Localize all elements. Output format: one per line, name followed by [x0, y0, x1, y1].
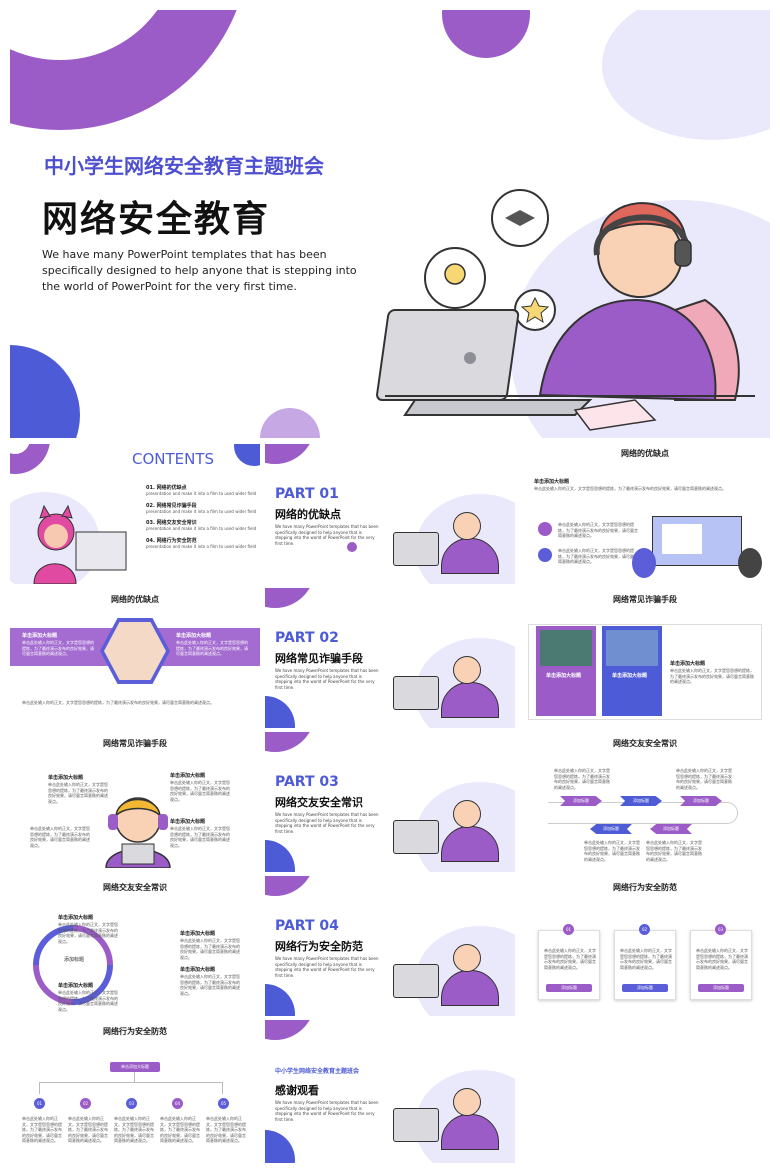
slide-title: 网络行为安全防范	[103, 1027, 167, 1036]
slide-pros-cons-1: 网络的优缺点 单击添加大标题 单击此处输入你的正文，文字是您思想的提炼，为了最终…	[520, 444, 770, 584]
step-number: 03	[126, 1098, 137, 1109]
hero-right-bg-circle	[602, 10, 770, 140]
contents-heading: CONTENTS	[132, 450, 215, 468]
hero-description: We have many PowerPoint templates that h…	[42, 248, 357, 293]
card-number: 03	[715, 924, 726, 935]
slide-behavior-2: 网络行为安全防范 单击添加大标题 01 02 03 04 05 单击此处输入你的…	[10, 1020, 260, 1163]
slide-title: 网络交友安全常识	[103, 883, 167, 892]
boy-laptop-mini	[393, 780, 503, 868]
slide-title: 网络常见诈骗手段	[613, 595, 677, 604]
slide-title: 网络行为安全防范	[613, 883, 677, 892]
card-button[interactable]: 添加标题	[546, 984, 592, 992]
angry-gamer-illustration	[105, 797, 171, 868]
part-title: 网络常见诈骗手段	[275, 652, 363, 665]
step-number: 05	[218, 1098, 229, 1109]
hero-slide: 中小学生网络安全教育主题班会 网络安全教育 We have many Power…	[10, 10, 770, 438]
hero-blue-half-circle	[10, 345, 80, 438]
slide-fraud-1: 网络常见诈骗手段 单击添加大标题 单击添加大标题 单击添加大标题 单击此处输入你…	[520, 588, 770, 728]
part-description: We have many PowerPoint templates that h…	[275, 668, 379, 690]
top-title-pill[interactable]: 单击添加大标题	[110, 1062, 160, 1072]
part-description: We have many PowerPoint templates that h…	[275, 956, 379, 978]
slide-pros-cons-2: 网络的优缺点 单击添加大标题 单击此处输入你的正文，文字是您思想的提炼，为了最终…	[10, 588, 260, 728]
boy-laptop-mini	[393, 1068, 503, 1156]
user-icon	[538, 548, 552, 562]
slide-friend-2: 网络交友安全常识 添加标题 单击添加大标题 单击此处输入你的正文，文字是您思想的…	[10, 876, 260, 1016]
part-slide-04: PART 04 网络行为安全防范 We have many PowerPoint…	[265, 876, 515, 1016]
part-slide-03: PART 03 网络交友安全常识 We have many PowerPoint…	[265, 732, 515, 872]
cycle-arrows	[33, 925, 113, 1005]
step-number: 04	[172, 1098, 183, 1109]
card-button[interactable]: 添加标题	[622, 984, 668, 992]
slide-fraud-2: 网络常见诈骗手段 单击添加大标题 单击此处输入你的正文，文字是您思想的提炼，为了…	[10, 732, 260, 872]
slide-title: 网络的优缺点	[111, 595, 159, 604]
part-slide-02: PART 02 网络常见诈骗手段 We have many PowerPoint…	[265, 588, 515, 728]
part-label: PART 03	[275, 774, 339, 790]
card-number: 01	[563, 924, 574, 935]
part-label: PART 02	[275, 630, 339, 646]
step-arrow[interactable]: 添加标题	[620, 796, 662, 806]
part-label: PART 04	[275, 918, 339, 934]
slide-title: 网络的优缺点	[621, 449, 669, 458]
step-arrow[interactable]: 添加标题	[590, 824, 632, 834]
card-number: 02	[639, 924, 650, 935]
part-slide-01: PART 01 网络的优缺点 We have many PowerPoint t…	[265, 444, 515, 584]
slide-behavior-1: 网络行为安全防范 01 02 03 单击此处输入你的正文，文字是您思想的提炼，为…	[520, 876, 770, 1016]
team-illustration	[632, 508, 764, 582]
slide-friend-1: 网络交友安全常识 单击此处输入你的正文，文字是您思想的提炼，为了最终演示发布的良…	[520, 732, 770, 872]
ending-description: We have many PowerPoint templates that h…	[275, 1100, 379, 1122]
slide-title: 网络交友安全常识	[613, 739, 677, 748]
ending-title: 感谢观看	[275, 1084, 319, 1097]
ending-subtitle: 中小学生网络安全教育主题班会	[275, 1068, 360, 1075]
part-label: PART 01	[275, 486, 339, 502]
cat-girl-illustration	[33, 504, 127, 584]
part-title: 网络行为安全防范	[275, 940, 363, 953]
hero-top-circle	[442, 10, 530, 58]
part-description: We have many PowerPoint templates that h…	[275, 524, 379, 546]
part-title: 网络的优缺点	[275, 508, 341, 521]
boy-laptop-illustration	[376, 189, 755, 431]
part-description: We have many PowerPoint templates that h…	[275, 812, 379, 834]
slide-title: 网络常见诈骗手段	[103, 739, 167, 748]
center-label: 添加标题	[63, 957, 84, 963]
step-number: 02	[80, 1098, 91, 1109]
boy-laptop-mini	[393, 636, 503, 724]
card-button[interactable]: 添加标题	[698, 984, 744, 992]
boy-laptop-mini	[393, 492, 503, 580]
hero-subtitle: 中小学生网络安全教育主题班会	[44, 154, 324, 178]
step-arrow[interactable]: 添加标题	[680, 796, 722, 806]
step-arrow[interactable]: 添加标题	[650, 824, 692, 834]
step-arrow[interactable]: 添加标题	[560, 796, 602, 806]
boy-laptop-mini	[393, 924, 503, 1012]
lock-icon	[538, 522, 552, 536]
part-title: 网络交友安全常识	[275, 796, 363, 809]
step-number: 01	[34, 1098, 45, 1109]
ending-slide: 中小学生网络安全教育主题班会 感谢观看 We have many PowerPo…	[265, 1020, 515, 1163]
hero-title: 网络安全教育	[42, 199, 271, 240]
